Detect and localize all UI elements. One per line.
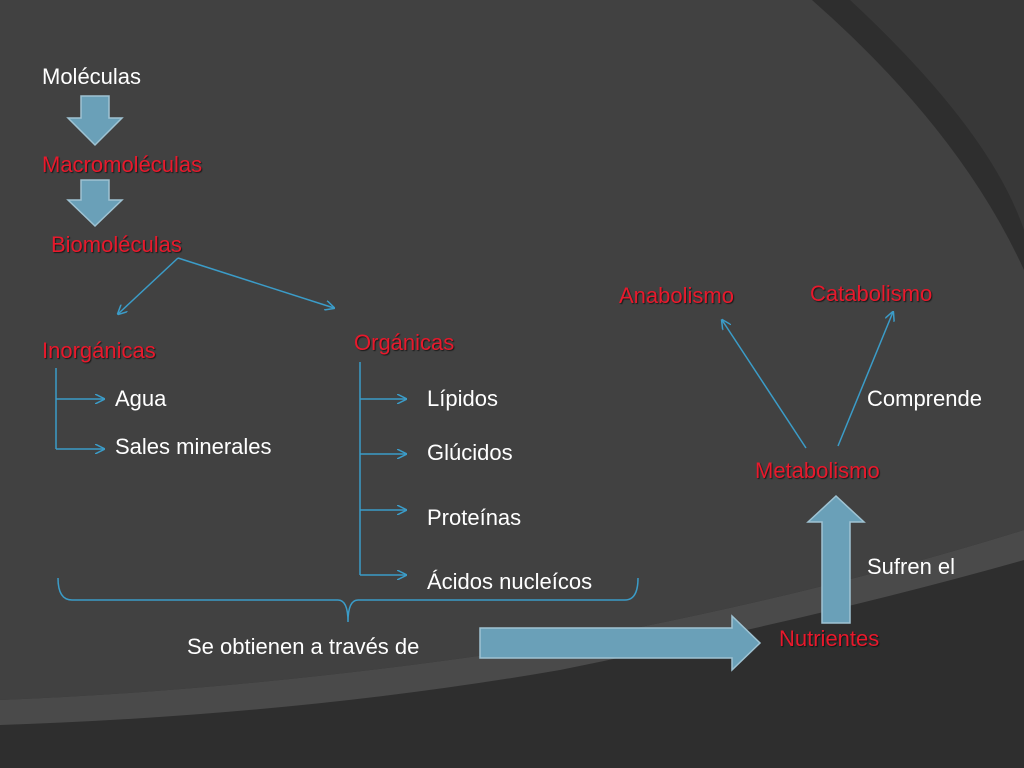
- node-lipidos: Lípidos: [427, 386, 498, 411]
- node-metabolismo: Metabolismo: [755, 458, 880, 483]
- background-panel-upper: [0, 0, 1024, 700]
- node-inorganicas: Inorgánicas: [42, 338, 156, 363]
- connector-catabolismo: [837, 312, 893, 447]
- node-agua: Agua: [115, 386, 167, 411]
- down-arrow-macromoleculas: [66, 179, 124, 228]
- connector-anabolismo: [722, 320, 807, 449]
- node-anabolismo: Anabolismo: [619, 283, 734, 308]
- node-biomoleculas: Biomoléculas: [51, 232, 182, 257]
- connector-bio-inorganicas: [118, 257, 179, 314]
- node-acidos-nucleicos: Ácidos nucleícos: [427, 569, 593, 594]
- background-panel-right: [850, 0, 1024, 230]
- node-comprende: Comprende: [867, 386, 982, 411]
- node-proteinas: Proteínas: [427, 505, 522, 530]
- up-arrow-metabolismo: [806, 494, 866, 624]
- connector-bio-organicas: [177, 257, 334, 308]
- background-panel-edge: [0, 530, 1024, 725]
- node-catabolismo: Catabolismo: [810, 281, 933, 306]
- node-glucidos: Glúcidos: [427, 440, 513, 465]
- node-sales-minerales: Sales minerales: [115, 434, 272, 459]
- right-arrow-nutrientes: [479, 614, 762, 672]
- node-macromoleculas: Macromoléculas: [42, 152, 203, 177]
- node-nutrientes: Nutrientes: [779, 626, 880, 651]
- node-organicas: Orgánicas: [354, 330, 455, 355]
- node-sufren-el: Sufren el: [867, 554, 956, 579]
- down-arrow-moleculas: [66, 95, 124, 147]
- node-se-obtienen: Se obtienen a través de: [187, 634, 420, 659]
- node-moleculas: Moléculas: [42, 64, 142, 89]
- curly-brace: [57, 577, 639, 623]
